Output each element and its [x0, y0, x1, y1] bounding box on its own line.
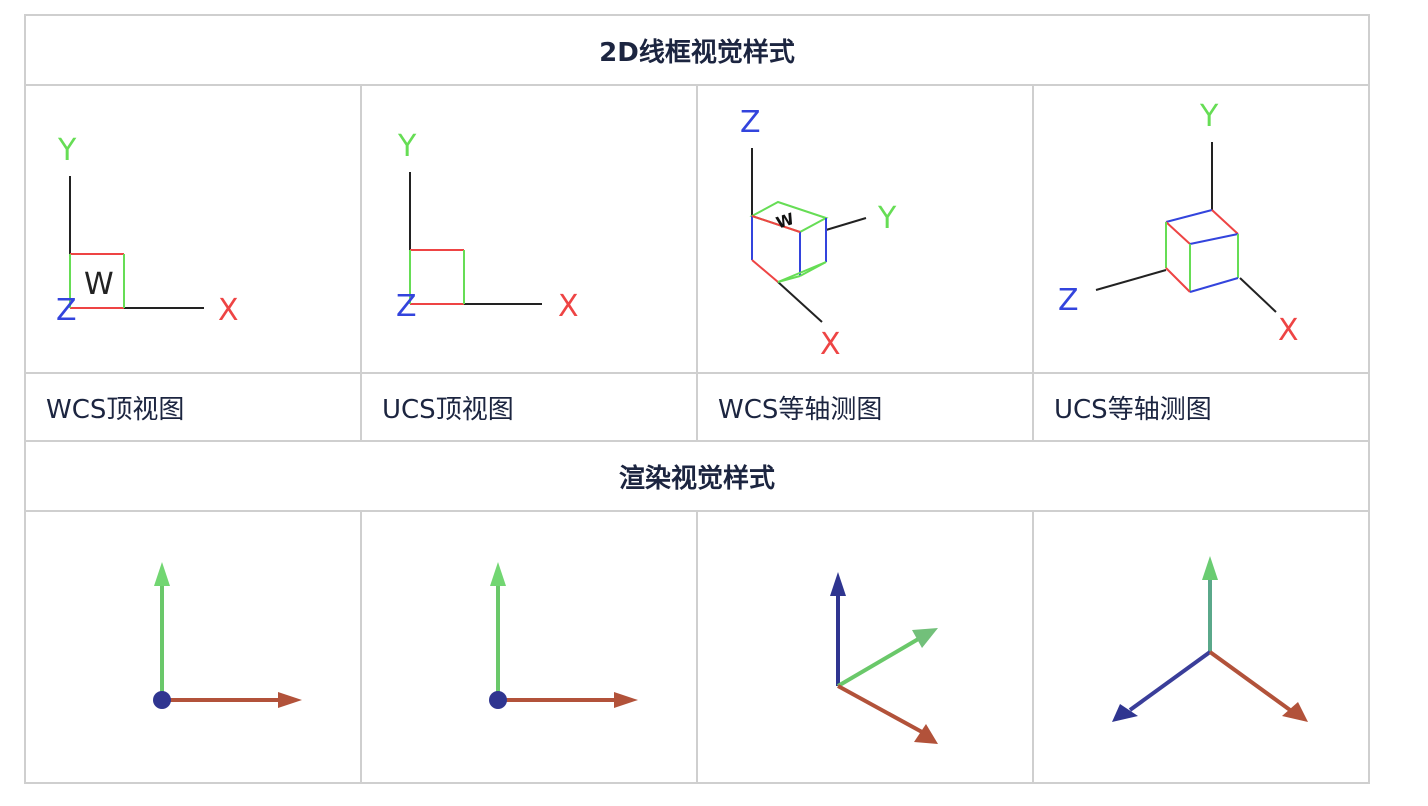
w-label: W: [84, 267, 114, 302]
y-axis-label: Y: [877, 201, 897, 236]
z-axis-label: Z: [740, 105, 761, 140]
ucs-iso-wireframe-cell: Y Z X: [1032, 84, 1370, 374]
ucs-top-rendered-icon: [489, 562, 638, 709]
wcs-top-wireframe-cell: W Y Z X: [24, 84, 362, 374]
wcs-iso-rendered-icon: [830, 572, 938, 744]
x-axis-label: X: [1278, 313, 1299, 348]
y-axis-label: Y: [57, 133, 77, 168]
x-axis-label: X: [218, 293, 239, 328]
wcs-iso-rendered-cell: [696, 510, 1034, 784]
ucs-top-wireframe-icon: Y Z X: [396, 129, 579, 324]
wcs-iso-wireframe-icon: W Z Y X: [740, 105, 897, 362]
z-axis-label: Z: [56, 293, 77, 328]
ucs-top-wireframe-cell: Y Z X: [360, 84, 698, 374]
rendered-section-title: 渲染视觉样式: [24, 440, 1370, 512]
z-axis-label: Z: [396, 289, 417, 324]
visual-style-table: 2D线框视觉样式 W Y Z X: [24, 14, 1370, 784]
ucs-iso-rendered-cell: [1032, 510, 1370, 784]
wcs-top-rendered-cell: [24, 510, 362, 784]
caption-wcs-iso: WCS等轴测图: [696, 372, 1034, 442]
y-axis-label: Y: [1199, 99, 1219, 134]
ucs-iso-rendered-icon: [1112, 556, 1308, 722]
caption-ucs-iso: UCS等轴测图: [1032, 372, 1370, 442]
x-axis-label: X: [820, 327, 841, 362]
wcs-top-rendered-icon: [153, 562, 302, 709]
z-axis-label: Z: [1058, 283, 1079, 318]
caption-ucs-top: UCS顶视图: [360, 372, 698, 442]
w-label: W: [774, 209, 797, 233]
ucs-iso-wireframe-icon: Y Z X: [1058, 99, 1299, 348]
ucs-top-rendered-cell: [360, 510, 698, 784]
wcs-iso-wireframe-cell: W Z Y X: [696, 84, 1034, 374]
caption-wcs-top: WCS顶视图: [24, 372, 362, 442]
y-axis-label: Y: [397, 129, 417, 164]
wireframe-section-title: 2D线框视觉样式: [24, 14, 1370, 86]
wcs-top-wireframe-icon: W Y Z X: [56, 133, 239, 328]
x-axis-label: X: [558, 289, 579, 324]
